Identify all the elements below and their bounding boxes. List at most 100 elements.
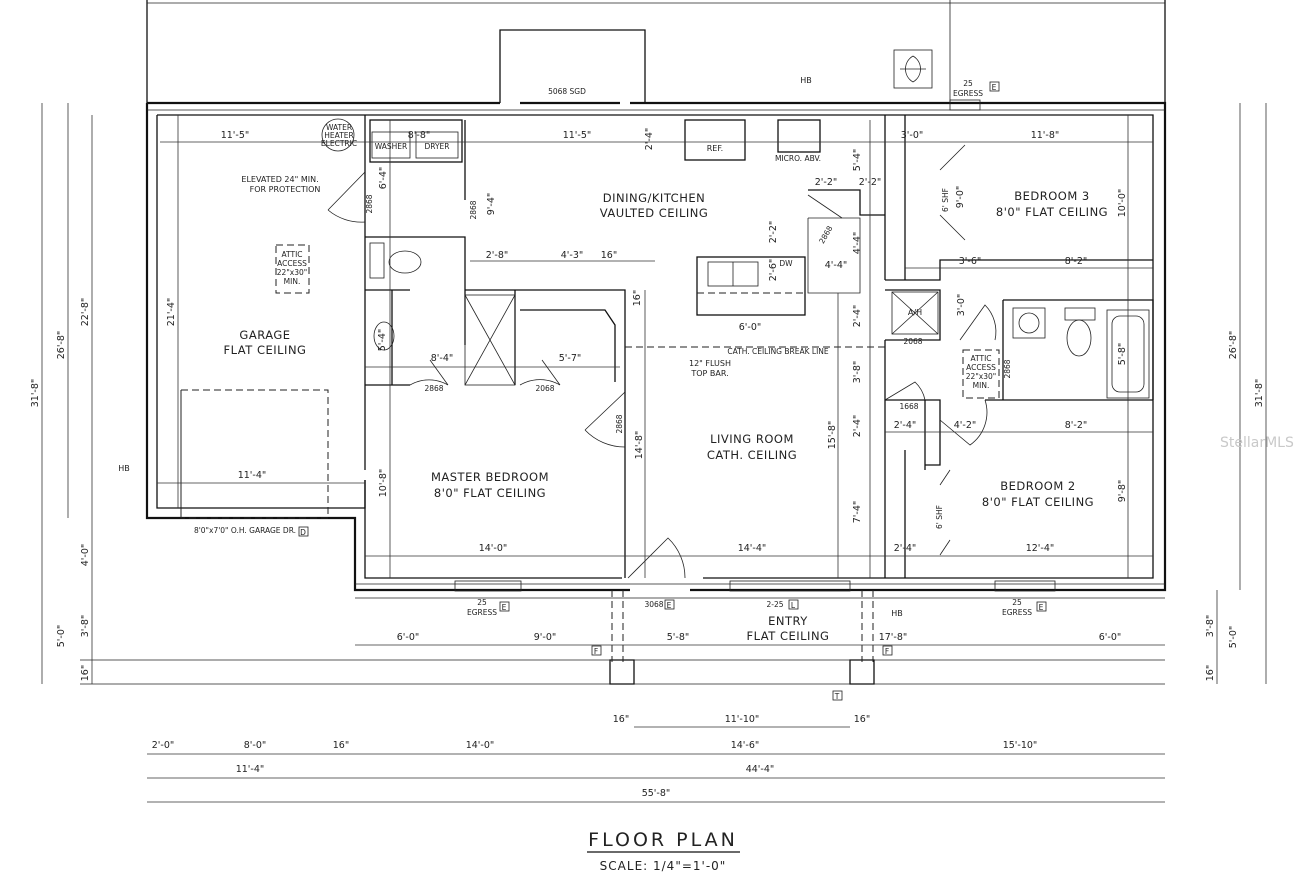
dim-label: 14'-8" [634,431,645,460]
hose-bib-left: HB [118,464,130,473]
dim-label: 8'-0" [244,740,267,751]
window-code: 25 [963,79,973,88]
bedroom3-label: BEDROOM 3 [1014,189,1090,203]
dim-label: 3'-8" [852,361,863,384]
shelf-note-2: 6' SHF [935,505,944,529]
entry-ceiling-label: FLAT CEILING [747,629,830,643]
dim-label: 6'-4" [378,167,389,190]
garage-door-note: 8'0"x7'0" O.H. GARAGE DR. [194,526,296,535]
hose-bib-top: HB [800,76,812,85]
dim-label: 2'-6" [768,259,779,282]
dim-label: 2'-2" [859,177,882,188]
dim-label: 11'-5" [563,130,592,141]
water-heater-note: ELECTRIC [321,139,357,148]
dim-label: 7'-4" [852,501,863,524]
plan-title: FLOOR PLAN [588,829,738,851]
window-code: 2-25 [766,600,783,609]
dim-label: 16" [601,250,617,261]
door-code: 2068 [535,384,554,393]
dim-label: 17'-8" [879,632,908,643]
hose-bib-front: HB [891,609,903,618]
living-ceiling-label: CATH. CEILING [707,448,797,462]
dim-label: 5'-4" [377,329,388,352]
dim-label: 5'-7" [559,353,582,364]
dim-label: 10'-0" [1117,189,1128,218]
title-block: FLOOR PLAN SCALE: 1/4"=1'-0" [587,829,740,873]
dim-label: 55'-8" [642,788,671,799]
door-code: 2068 [903,337,922,346]
dim-label: 31'-8" [1254,379,1265,408]
dining-ceiling-label: VAULTED CEILING [600,206,709,220]
dim-label: 26'-8" [1228,331,1239,360]
dim-label: 9'-4" [486,193,497,216]
dim-label: 26'-8" [56,331,67,360]
window-code: 5068 SGD [548,87,586,96]
dim-label: 4'-4" [852,232,863,255]
code-e: E [502,603,507,612]
master-label: MASTER BEDROOM [431,470,549,484]
dim-label: 2'-4" [852,305,863,328]
egress-label: EGRESS [1002,608,1032,617]
dim-label: 3'-8" [80,615,91,638]
window-code: 25 [477,598,487,607]
bedroom3-ceiling-label: 8'0" FLAT CEILING [996,205,1108,219]
dim-label: 16" [613,714,629,725]
code-f: F [594,647,598,656]
code-t: T [834,692,840,701]
dim-label: 8'-4" [431,353,454,364]
window-code: 25 [1012,598,1022,607]
door-code: 2868 [615,414,624,433]
dim-label: 4'-3" [561,250,584,261]
interior-walls [80,115,1165,685]
watermark: StellarMLS [1220,435,1294,451]
dryer-label: DRYER [424,142,449,151]
dim-label: 10'-8" [378,469,389,498]
dim-label: 16" [333,740,349,751]
garage-label: GARAGE [239,328,290,342]
dim-label: 16" [632,290,643,306]
dim-label: 5'-8" [667,632,690,643]
attic-access-note-hall: ATTIC [970,354,991,363]
attic-access-note: MIN. [284,277,301,286]
attic-access-note: ACCESS [277,259,307,268]
dim-label: 6'-0" [397,632,420,643]
dim-label: 2'-2" [815,177,838,188]
dim-label: 8'-8" [408,130,431,141]
refrigerator-label: REF. [707,144,723,153]
dim-label: 9'-8" [1117,480,1128,503]
attic-access-note: ATTIC [281,250,302,259]
door-code: 2868 [1003,359,1012,378]
elevated-note: ELEVATED 24" MIN. [241,175,318,184]
dim-label: 2'-4" [852,415,863,438]
shelf-note: 6' SHF [941,188,950,212]
dimension-labels: 11'-5" 11'-5" 11'-8" 3'-0" 8'-8" 2'-4" 6… [30,128,1265,799]
master-ceiling-label: 8'0" FLAT CEILING [434,486,546,500]
plan-notes: WATER HEATER ELECTRIC ELEVATED 24" MIN. … [118,76,1047,701]
dim-label: 3'-0" [956,294,967,317]
dim-label: 16" [80,665,91,681]
dim-label: 3'-0" [901,130,924,141]
dim-label: 3'-8" [1205,615,1216,638]
dim-label: 11'-4" [238,470,267,481]
dim-label: 22'-8" [80,298,91,327]
attic-access-note-hall: ACCESS [966,363,996,372]
air-handler-label: A/H [908,308,922,317]
door-code: 2868 [424,384,443,393]
dim-label: 11'-5" [221,130,250,141]
door-code: 3068 [644,600,663,609]
attic-access-note-hall: 22"x30" [966,372,996,381]
dim-label: 2'-8" [486,250,509,261]
flush-bar-note: TOP BAR. [690,369,728,378]
code-e: E [1039,603,1044,612]
dim-label: 15'-8" [827,421,838,450]
cath-break-line-note: CATH. CEILING BREAK LINE [727,347,829,356]
dim-label: 4'-2" [954,420,977,431]
dim-label: 16" [854,714,870,725]
dim-label: 21'-4" [166,298,177,327]
dim-label: 15'-10" [1003,740,1038,751]
dim-label: 11'-10" [725,714,760,725]
dim-label: 5'-0" [56,625,67,648]
plan-scale: SCALE: 1/4"=1'-0" [600,859,727,873]
dim-label: 6'-0" [739,322,762,333]
dishwasher-label: DW [779,259,793,268]
